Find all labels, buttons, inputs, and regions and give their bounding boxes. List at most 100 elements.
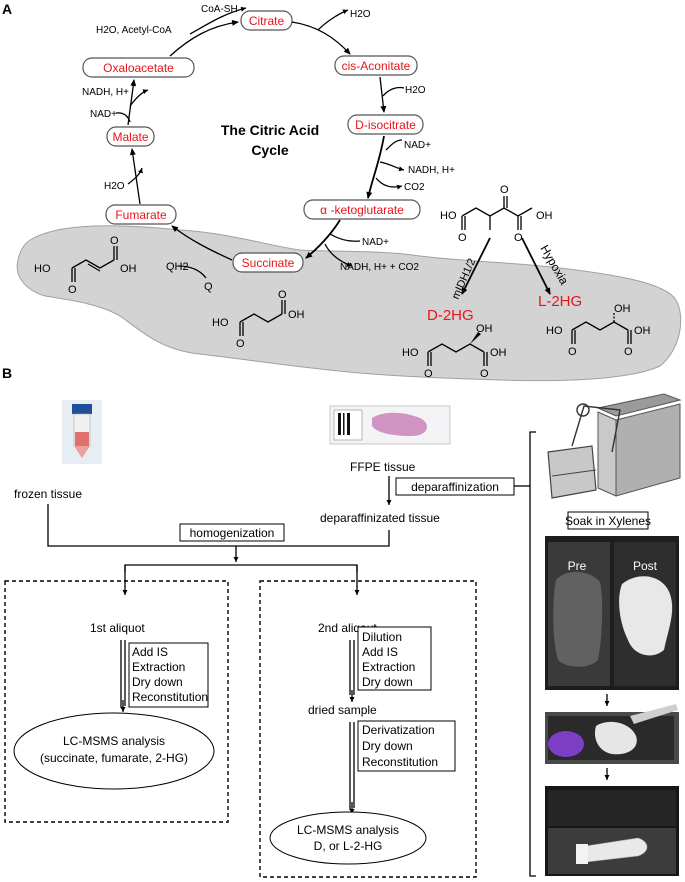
frozen-tissue-vial-image [62,400,102,464]
aliquot1-steps-box [128,642,209,708]
aliquot1-label: 1st aliquot [90,621,145,635]
aliquot2-step-4: Dry down [362,675,413,689]
h2o-top-side-arrow [317,9,349,31]
nad-left-side-arrow [115,112,131,123]
l2hg-o2-text: O [624,346,633,358]
succ-o2-text: O [278,289,287,301]
deriv-step-1: Derivatization [362,723,435,737]
aliquot2-step-2: Add IS [362,645,398,659]
nad-left-label: NAD+ [90,109,117,120]
nadh-left-label: NADH, H+ [82,87,129,98]
co2-1-label: CO2 [404,182,425,193]
coa-sh-label: CoA-SH [201,4,238,15]
h2o-top-label: H2O [350,9,371,20]
arrow-akg-succ [305,219,341,259]
succ-oh-text: OH [288,309,305,321]
aliquot2-step-3: Extraction [362,660,415,674]
h2o-left-label: H2O [104,181,125,192]
ffpe-tissue-label: FFPE tissue [350,460,416,474]
d-isocitrate-label: D-isocitrate [355,118,416,132]
arrow-cisaco-iso [379,76,387,113]
akg-structure [461,196,533,230]
split-line [124,564,358,572]
arrow-citrate-cisaco [291,21,351,55]
l2hg-o1-text: O [568,346,577,358]
q-side-arrow [177,265,207,279]
tube-photo [545,786,679,876]
nadh1-side-arrow [379,161,405,172]
d2hg-label: D-2HG [427,307,474,324]
succinate-structure [239,300,286,336]
soak-box [567,511,649,530]
arrow-oaa-citrate [169,19,239,57]
d-isocitrate-box [347,114,424,135]
akg-ho-text: HO [440,210,457,222]
l2hg-label: L-2HG [538,293,582,310]
left-dashed-panel [4,580,229,823]
aliquot1-step-3: Dry down [132,675,183,689]
fumarate-box [105,204,177,225]
nad2-side-arrow [329,233,361,242]
succinate-label: Succinate [242,256,295,270]
arrow-to-d2hg [461,237,491,295]
fum-ho-text: HO [34,263,51,275]
arrow-to-l2hg [521,237,551,295]
h2o-right-label: H2O [405,85,426,96]
pre-post-slides-photo [545,536,679,690]
fumarate-label: Fumarate [115,208,167,222]
akg-box [303,199,421,220]
aliquot1-step-4: Reconstitution [132,690,208,704]
d2hg-oh-text: OH [490,347,507,359]
nad2-label: NAD+ [362,237,389,248]
dried-sample-label: dried sample [308,703,377,717]
arrow-succ-fum [171,225,233,261]
cis-aconitate-box [334,55,418,76]
homogenization-box [179,523,285,542]
akg-o2-text: O [458,232,467,244]
d2hg-o1-text: O [424,368,433,380]
analysis1-line1: LC-MSMS analysis [63,734,165,748]
d2hg-oh2-text: OH [476,323,493,335]
pre-label: Pre [568,559,587,573]
frozen-tissue-label: frozen tissue [14,487,82,501]
tissue-blob [16,225,682,382]
right-bracket [529,431,536,877]
post-label: Post [633,559,658,573]
arrow-mal-oaa [127,79,137,126]
nadh-left-side-arrow [129,89,149,107]
cis-aconitate-label: cis-Aconitate [342,59,411,73]
h2o-acetyl-label: H2O, Acetyl-CoA [96,25,172,36]
analysis2-line1: LC-MSMS analysis [297,823,399,837]
succinate-box [232,252,304,273]
akg-o3-text: O [514,232,523,244]
l2hg-oh-text: OH [634,325,651,337]
succ-ho-text: HO [212,317,229,329]
nadh1-label: NADH, H+ [408,165,455,176]
xylene-jar-image [547,393,682,499]
frozen-down-line [47,504,390,547]
co2-side-arrow [375,177,403,190]
soak-label: Soak in Xylenes [565,514,651,528]
analysis2-oval [269,811,427,865]
fum-oh-text: OH [120,263,137,275]
scraping-photo [545,704,679,764]
analysis2-line2: D, or L-2-HG [314,839,383,853]
aliquot2-steps-box [357,626,432,691]
analysis1-line2: (succinate, fumarate, 2-HG) [40,751,188,765]
coa-side-arrow [189,6,247,35]
h2o-left-side-arrow [127,167,143,185]
deriv-step-2: Dry down [362,739,413,753]
fumarate-structure [71,246,118,282]
analysis1-oval [13,712,215,790]
aliquot1-step-1: Add IS [132,645,168,659]
right-dashed-panel [259,580,477,878]
nad1-label: NAD+ [404,140,431,151]
q-label: Q [204,281,213,293]
l2hg-structure [571,312,632,344]
arrow-iso-akg [366,135,385,199]
aliquot2-step-1: Dilution [362,630,402,644]
oxaloacetate-box [82,57,195,78]
akg-o1-text: O [500,184,509,196]
fum-o1-text: O [68,284,77,296]
